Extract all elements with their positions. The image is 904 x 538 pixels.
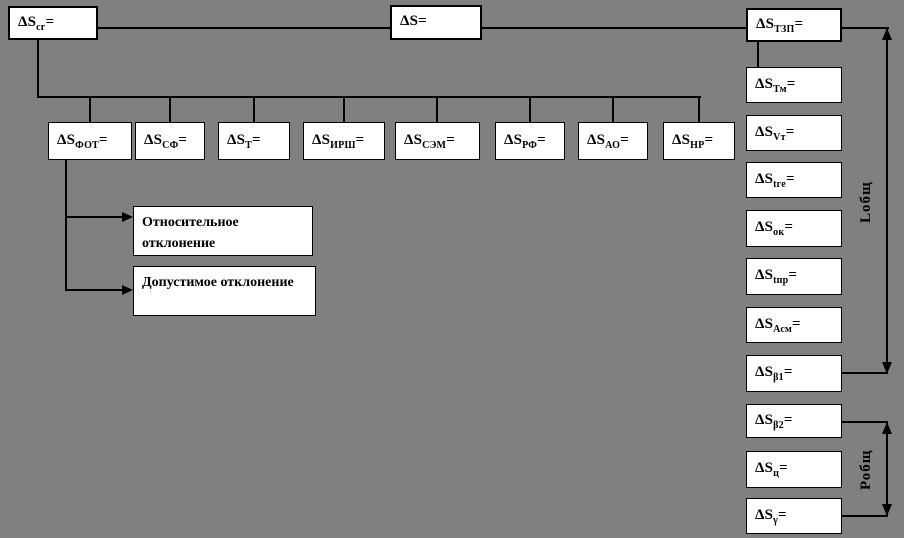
node-delta-s-sem: ΔSСЭМ= [395, 122, 480, 160]
connector-drop-rf [529, 97, 531, 123]
node-label: ΔSАсм= [755, 315, 801, 335]
node-label: ΔSНР= [672, 131, 714, 151]
arrowhead-up-r-icon [882, 422, 892, 434]
node-delta-s-t: ΔSТ= [218, 122, 290, 160]
note-allowable-deviation: Допустимое отклонение [133, 266, 316, 316]
node-label: ΔSРФ= [504, 131, 546, 151]
node-delta-s-tge: ΔStге= [746, 162, 842, 198]
connector-tzp-tm [757, 42, 759, 68]
bracket-r-total-line [886, 422, 888, 516]
connector-fot-down [65, 160, 67, 291]
node-delta-s-rf: ΔSРФ= [495, 122, 565, 160]
connector-drop-ao [612, 97, 614, 123]
node-label: ΔS= [400, 13, 427, 29]
arrowhead-up-l-icon [882, 28, 892, 40]
node-delta-s-tzp: ΔSТЗП= [746, 8, 842, 42]
node-label: ΔSТм= [755, 75, 796, 95]
arrowhead-down-l-icon [882, 362, 892, 374]
connector-beta1-horizontal [842, 372, 888, 374]
connector-drop-sf [169, 97, 171, 123]
node-label: ΔSСЭМ= [404, 131, 455, 151]
arrowhead-note1-icon [122, 212, 133, 222]
connector-note1-horizontal [65, 216, 125, 218]
node-label: ΔSТЗП= [756, 15, 804, 35]
node-label: ΔSVт= [755, 123, 795, 143]
arrowhead-note2-icon [122, 285, 133, 295]
node-label: ΔSИРШ= [312, 131, 365, 151]
node-label: ΔStпр= [755, 267, 798, 286]
node-label: ΔSСФ= [144, 131, 188, 151]
connector-note2-horizontal [65, 289, 125, 291]
connector-drop-nr [698, 97, 700, 123]
connector-gamma-horizontal [842, 515, 888, 517]
node-delta-s-nr: ΔSНР= [663, 122, 735, 160]
connector-drop-irsh [343, 97, 345, 123]
node-delta-s-vt: ΔSVт= [746, 115, 842, 151]
connector-beta2-horizontal [842, 421, 888, 423]
connector-drop-fot [89, 97, 91, 123]
node-delta-s-irsh: ΔSИРШ= [303, 122, 385, 160]
node-label: ΔSсг= [18, 13, 55, 33]
node-delta-s-ok: ΔSок= [746, 210, 842, 247]
node-label: ΔSц= [755, 460, 788, 479]
node-label: ΔSАО= [587, 131, 629, 151]
connector-top-horizontal [98, 27, 889, 29]
node-delta-s-gamma: ΔSγ= [746, 498, 842, 534]
connector-distribution-horizontal [37, 96, 701, 98]
node-delta-s-beta2: ΔSβ2= [746, 404, 842, 438]
node-delta-s-fot: ΔSФОТ= [48, 122, 132, 160]
bracket-label-r-obsch: Робщ [858, 449, 874, 491]
node-delta-s-ts: ΔSц= [746, 451, 842, 488]
node-delta-s: ΔS= [390, 5, 482, 40]
node-delta-s-tpr: ΔStпр= [746, 258, 842, 295]
node-delta-s-asm: ΔSАсм= [746, 307, 842, 343]
bracket-label-l-obsch: Lобщ [858, 181, 874, 223]
arrowhead-down-r-icon [882, 504, 892, 516]
node-delta-s-ao: ΔSАО= [578, 122, 648, 160]
node-label: ΔSок= [755, 219, 794, 238]
node-delta-s-sf: ΔSСФ= [135, 122, 205, 160]
connector-drop-sem [436, 97, 438, 123]
node-delta-s-beta1: ΔSβ1= [746, 355, 842, 392]
connector-drop-t [253, 97, 255, 123]
connector-sg-down [37, 40, 39, 97]
node-delta-s-sg: ΔSсг= [8, 6, 98, 40]
node-label: ΔSβ2= [755, 411, 793, 431]
node-label: ΔSФОТ= [57, 131, 108, 151]
node-label: ΔSβ1= [755, 364, 793, 383]
node-delta-s-tm: ΔSТм= [746, 67, 842, 103]
node-label: ΔSγ= [755, 506, 787, 526]
bracket-l-total-line [886, 28, 888, 374]
node-label: ΔStге= [755, 170, 795, 190]
node-label: ΔSТ= [227, 131, 261, 151]
note-relative-deviation: Относительное отклонение [133, 206, 313, 256]
